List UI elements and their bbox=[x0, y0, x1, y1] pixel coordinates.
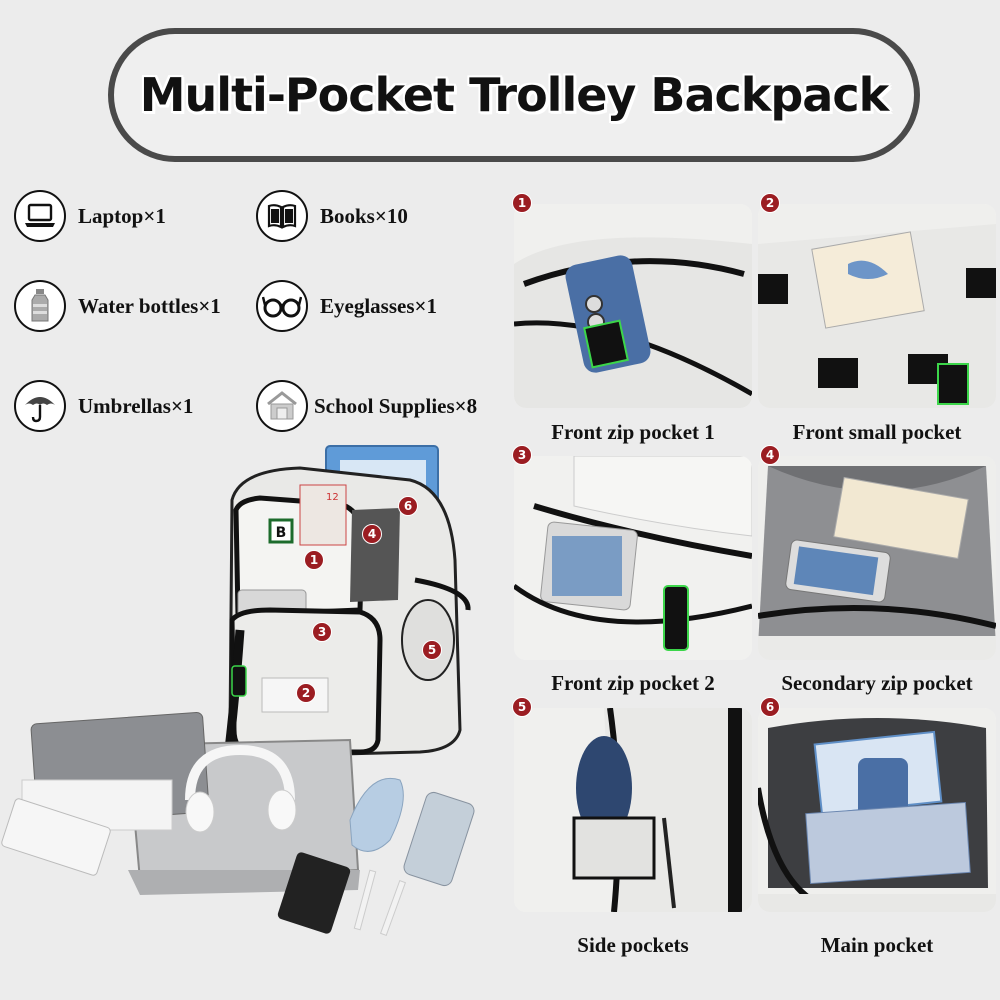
pocket-marker-5: 5 bbox=[422, 640, 442, 660]
feature-water-bottle: Water bottles×1 bbox=[14, 280, 221, 332]
pocket-caption-3: Front zip pocket 2 bbox=[551, 671, 715, 695]
pocket-caption-6: Main pocket bbox=[820, 933, 934, 957]
panel-badge-3: 3 bbox=[512, 445, 532, 465]
feature-eyeglasses: Eyeglasses×1 bbox=[256, 280, 437, 332]
pocket-marker-4: 4 bbox=[362, 524, 382, 544]
pocket-photo-main bbox=[758, 708, 996, 912]
panel-badge-4: 4 bbox=[760, 445, 780, 465]
feature-label: School Supplies×8 bbox=[314, 393, 478, 418]
panel-badge-1: 1 bbox=[512, 193, 532, 213]
school-supplies-icon bbox=[256, 380, 308, 432]
umbrella-icon bbox=[14, 380, 66, 432]
panel-badge-2: 2 bbox=[760, 193, 780, 213]
patch-letter: B bbox=[276, 525, 287, 541]
feature-label: Books×10 bbox=[320, 203, 408, 228]
books-icon bbox=[256, 190, 308, 242]
feature-laptop: Laptop×1 bbox=[14, 190, 166, 242]
pocket-caption-1: Front zip pocket 1 bbox=[551, 420, 715, 444]
pocket-marker-1: 1 bbox=[304, 550, 324, 570]
eyeglasses-icon bbox=[256, 280, 308, 332]
pocket-photo-front-small bbox=[758, 204, 996, 408]
pocket-photo-front-zip-2 bbox=[514, 456, 752, 660]
feature-label: Water bottles×1 bbox=[78, 293, 221, 318]
panel-badge-5: 5 bbox=[512, 697, 532, 717]
book-number: 12 bbox=[326, 492, 339, 503]
feature-label: Eyeglasses×1 bbox=[320, 293, 437, 318]
laptop-icon bbox=[14, 190, 66, 242]
backpack-illustration: 12 B bbox=[1, 445, 475, 936]
pocket-marker-6: 6 bbox=[398, 496, 418, 516]
pocket-photo-secondary-zip bbox=[758, 456, 996, 660]
feature-umbrella: Umbrellas×1 bbox=[14, 380, 193, 432]
title-banner: Multi-Pocket Trolley Backpack bbox=[108, 28, 920, 162]
panel-badge-6: 6 bbox=[760, 697, 780, 717]
water-bottle-icon bbox=[14, 280, 66, 332]
pocket-caption-5: Side pockets bbox=[577, 933, 689, 957]
product-scene: 12 B 1 2 3 4 5 6 bbox=[0, 440, 505, 940]
pocket-marker-3: 3 bbox=[312, 622, 332, 642]
pocket-photo-side bbox=[514, 708, 752, 912]
feature-school-supplies: School Supplies×8 bbox=[256, 380, 477, 432]
pocket-photo-front-zip-1 bbox=[514, 204, 752, 408]
pocket-caption-2: Front small pocket bbox=[792, 420, 962, 444]
feature-label: Umbrellas×1 bbox=[78, 393, 194, 418]
page-title: Multi-Pocket Trolley Backpack bbox=[139, 68, 889, 122]
feature-label: Laptop×1 bbox=[78, 203, 166, 228]
feature-books: Books×10 bbox=[256, 190, 408, 242]
pocket-marker-2: 2 bbox=[296, 683, 316, 703]
pocket-caption-4: Secondary zip pocket bbox=[781, 671, 973, 695]
